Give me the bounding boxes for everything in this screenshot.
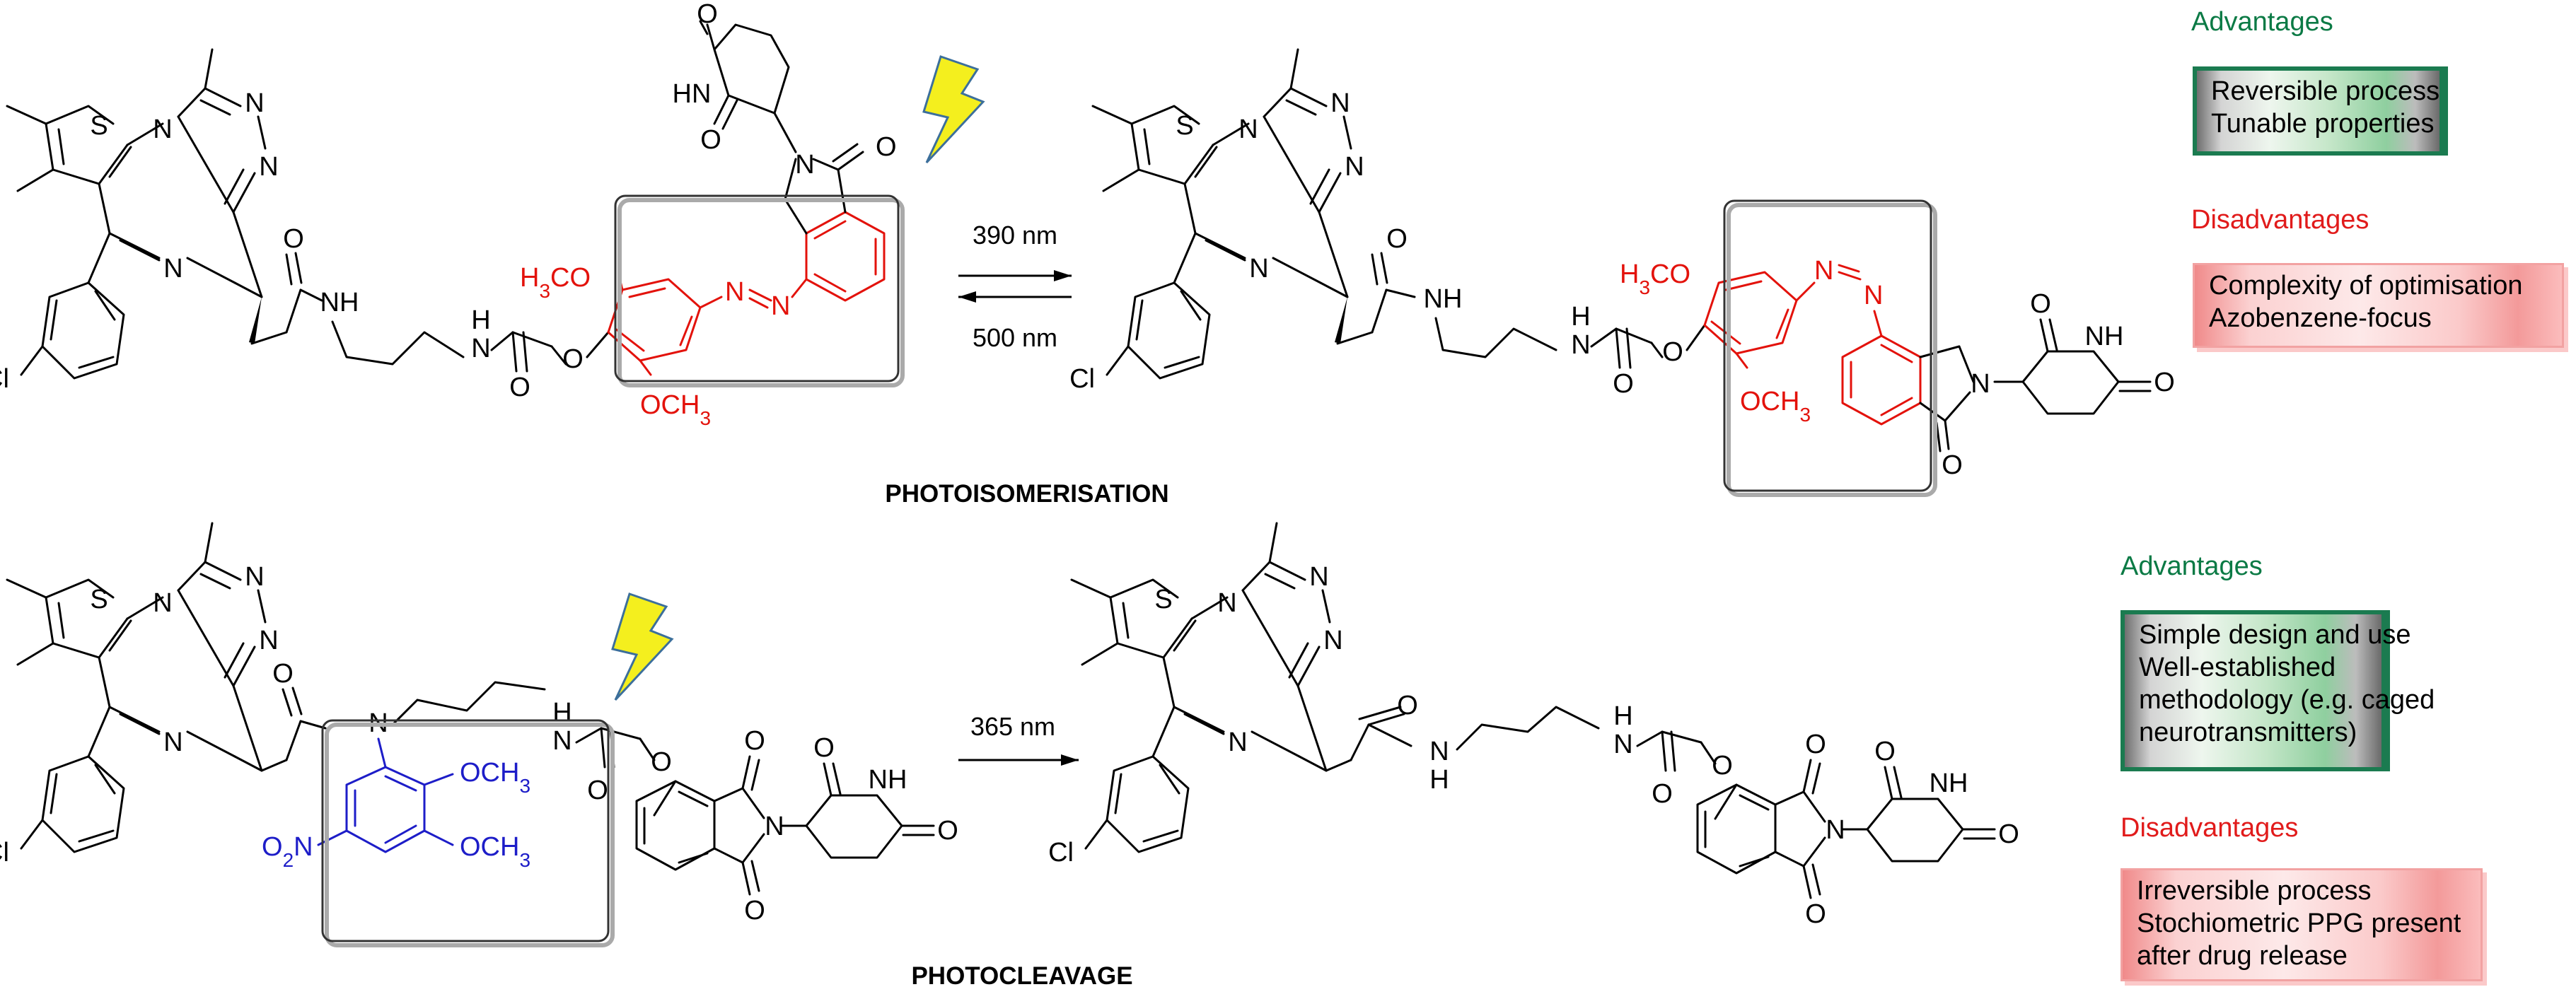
photocleavage-product-molecule: O N H H N O O <box>1047 522 2021 930</box>
disadvantages-box: Complexity of optimisation Azobenzene-fo… <box>2193 263 2564 348</box>
advantages-title: Advantages <box>2120 551 2263 581</box>
svg-text:NH: NH <box>2085 322 2124 351</box>
svg-text:H: H <box>471 305 490 335</box>
advantages-title: Advantages <box>2191 7 2333 37</box>
advantage-item: Simple design and use <box>2139 620 2411 650</box>
svg-text:N: N <box>1429 737 1449 766</box>
svg-text:H3CO: H3CO <box>520 263 591 302</box>
disadvantage-item: Irreversible process <box>2137 876 2372 906</box>
svg-text:N: N <box>1613 730 1632 759</box>
svg-text:NH: NH <box>320 288 359 317</box>
photocleavage-title: PHOTOCLEAVAGE <box>911 962 1132 990</box>
svg-text:OCH3: OCH3 <box>640 390 711 429</box>
svg-text:O: O <box>700 125 721 155</box>
disadvantages-title: Disadvantages <box>2191 205 2369 235</box>
svg-text:N: N <box>471 334 490 363</box>
svg-text:OCH3: OCH3 <box>460 758 530 797</box>
svg-text:O2N: O2N <box>262 832 313 871</box>
reverse-wavelength-label: 500 nm <box>973 323 1057 352</box>
svg-text:O: O <box>1397 691 1418 720</box>
lightning-bolt-icon <box>611 592 673 701</box>
svg-text:H3CO: H3CO <box>1620 259 1690 298</box>
svg-text:O: O <box>651 747 672 777</box>
svg-text:O: O <box>1652 779 1673 809</box>
disadvantages-title: Disadvantages <box>2120 813 2299 843</box>
cleavage-wavelength-label: 365 nm <box>970 712 1055 741</box>
svg-text:NH: NH <box>1424 284 1463 314</box>
svg-text:N: N <box>795 150 814 180</box>
svg-text:O: O <box>697 0 718 29</box>
svg-text:O: O <box>2030 289 2051 319</box>
photocleavage-caged-molecule: O N H N O O OCH3 OCH3 O2N <box>0 522 960 947</box>
svg-text:O: O <box>272 659 294 689</box>
lightning-bolt-icon <box>922 55 985 164</box>
photoisomerisation-cis-molecule: O NH H N O O H3CO OCH3 N N <box>0 0 905 429</box>
advantages-box: Reversible process Tunable properties <box>2193 66 2444 156</box>
svg-text:O: O <box>1712 751 1733 781</box>
svg-text:O: O <box>283 224 304 254</box>
svg-text:O: O <box>1386 224 1408 254</box>
disadvantage-item: Stochiometric PPG present <box>2137 909 2461 938</box>
svg-text:H: H <box>1571 302 1590 332</box>
svg-text:N: N <box>1814 256 1833 286</box>
svg-text:OCH3: OCH3 <box>1740 387 1811 426</box>
advantage-item: neurotransmitters) <box>2139 718 2357 747</box>
photoisomerisation-trans-molecule: O NH H N O O H3CO OCH3 N N <box>1068 48 2175 497</box>
disadvantage-item: Azobenzene-focus <box>2209 303 2432 333</box>
disadvantage-item: Complexity of optimisation <box>2209 271 2523 300</box>
disadvantage-item: after drug release <box>2137 941 2348 971</box>
svg-text:N: N <box>1864 281 1883 310</box>
svg-text:N: N <box>771 291 790 321</box>
svg-text:OCH3: OCH3 <box>460 832 530 871</box>
svg-text:O: O <box>1662 337 1683 367</box>
svg-text:O: O <box>1613 369 1634 399</box>
photocleavage-arrow: 365 nm <box>958 712 1079 766</box>
equilibrium-arrows: 390 nm 500 nm <box>958 221 1072 352</box>
svg-text:O: O <box>2154 368 2175 397</box>
advantage-item: Well-established <box>2139 653 2336 682</box>
svg-text:O: O <box>509 373 530 402</box>
advantages-box: Simple design and use Well-established m… <box>2120 610 2435 771</box>
svg-text:O: O <box>587 776 608 805</box>
svg-text:HN: HN <box>673 79 712 109</box>
svg-text:H: H <box>1429 765 1449 795</box>
svg-text:O: O <box>1942 450 1963 480</box>
photoisomerisation-title: PHOTOISOMERISATION <box>885 480 1168 508</box>
svg-text:O: O <box>876 132 897 162</box>
advantage-item: Reversible process <box>2211 76 2440 106</box>
svg-text:H: H <box>1613 701 1632 731</box>
svg-text:N: N <box>725 277 744 307</box>
svg-text:N: N <box>552 726 572 756</box>
advantage-item: Tunable properties <box>2211 109 2435 139</box>
advantage-item: methodology (e.g. caged <box>2139 685 2435 715</box>
forward-wavelength-label: 390 nm <box>973 221 1057 250</box>
disadvantages-box: Irreversible process Stochiometric PPG p… <box>2120 868 2483 981</box>
svg-text:O: O <box>562 344 584 374</box>
svg-text:N: N <box>1571 330 1590 360</box>
svg-text:N: N <box>1971 369 1990 399</box>
